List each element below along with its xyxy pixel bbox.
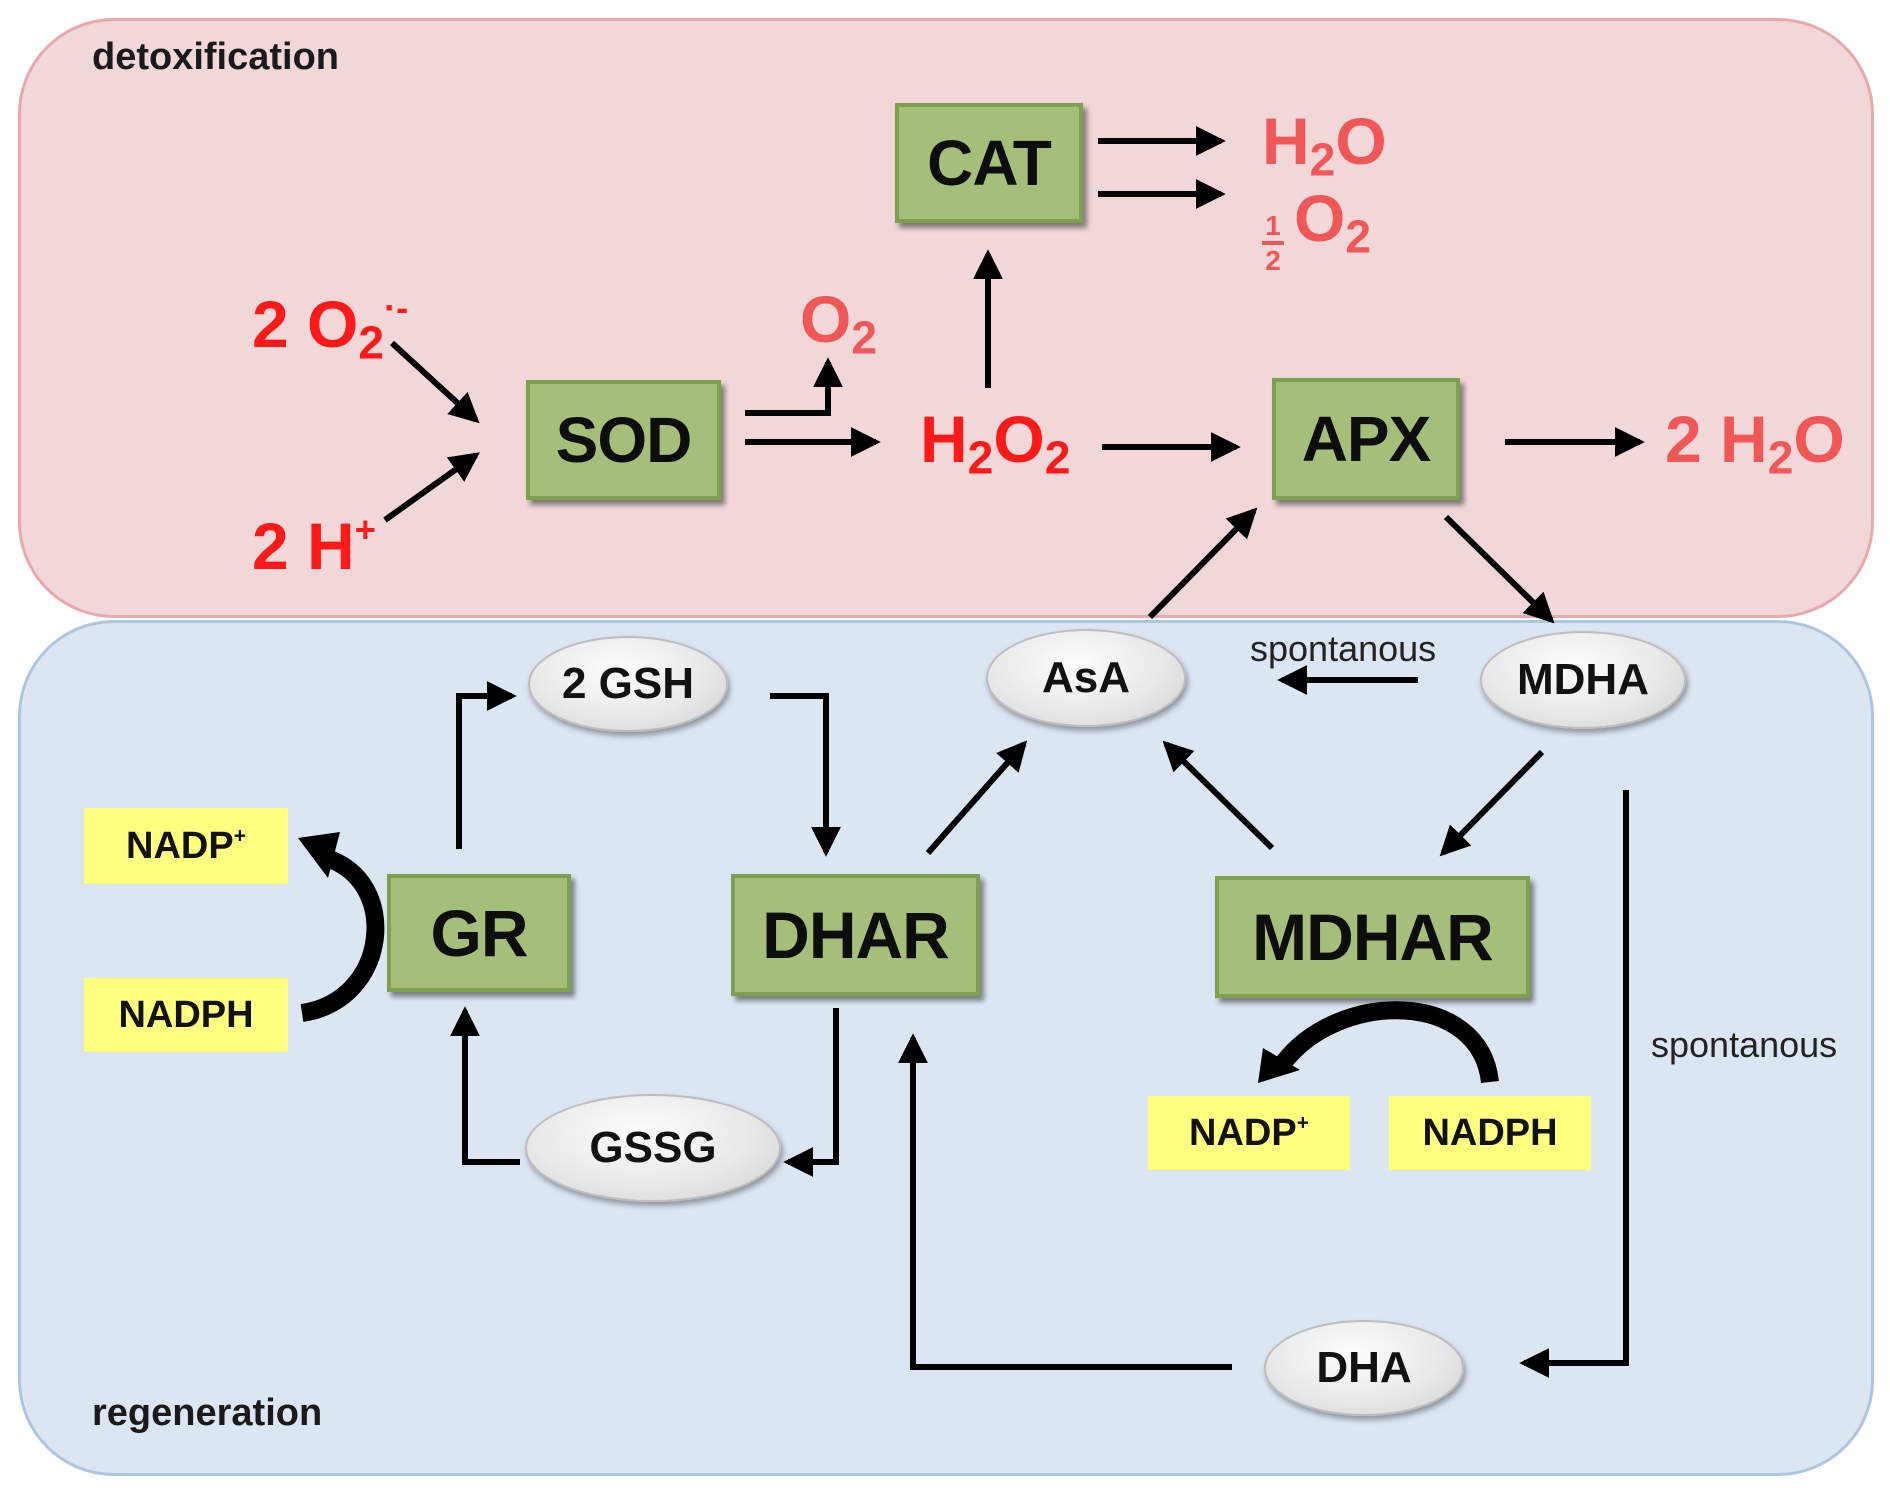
gr-nadph-box: NADPH bbox=[84, 978, 288, 1052]
mdhar-label: MDHAR bbox=[1252, 900, 1494, 974]
gr-enzyme-box: GR bbox=[387, 874, 571, 992]
mdhar-curved-arrow-head bbox=[1258, 1048, 1300, 1083]
gr-curved-arrow-head bbox=[298, 832, 340, 878]
spontaneous-right-label: spontanous bbox=[1651, 1024, 1838, 1065]
gr-nadp-label: NADP+ bbox=[126, 823, 246, 867]
regeneration-panel bbox=[18, 620, 1874, 1476]
mdha-label: MDHA bbox=[1517, 655, 1649, 704]
gr-nadp-box: NADP+ bbox=[84, 808, 288, 884]
mdhar-nadph-box: NADPH bbox=[1389, 1096, 1591, 1170]
h2o2-label: H2O2 bbox=[920, 402, 1071, 484]
cat-enzyme-box: CAT bbox=[895, 103, 1083, 223]
gr-curved-cofactor-arrow bbox=[300, 849, 385, 1022]
asa-ellipse: AsA bbox=[986, 629, 1186, 727]
gr-nadph-label: NADPH bbox=[118, 993, 254, 1036]
mdha-to-mdhar-arrow bbox=[1439, 749, 1545, 857]
gr-to-gsh-arrow bbox=[456, 681, 517, 849]
gssg-ellipse: GSSG bbox=[525, 1094, 781, 1202]
asa-to-apx-arrow bbox=[1147, 507, 1258, 620]
mdhar-nadph-label: NADPH bbox=[1422, 1111, 1558, 1154]
apx-h2o-product-label: 2 H2O bbox=[1665, 402, 1845, 484]
mdhar-nadp-box: NADP+ bbox=[1148, 1096, 1350, 1170]
mdha-ellipse: MDHA bbox=[1480, 631, 1686, 729]
o2-product-label: O2 bbox=[800, 282, 878, 364]
proton-label: 2 H+ bbox=[252, 508, 376, 583]
proton-to-sod-arrow bbox=[383, 452, 480, 523]
gsh-ellipse: 2 GSH bbox=[528, 636, 728, 732]
asa-label: AsA bbox=[1041, 653, 1131, 702]
mdhar-to-asa-arrow bbox=[1162, 740, 1275, 851]
apx-to-mdha-arrow bbox=[1443, 514, 1555, 624]
apx-label: APX bbox=[1301, 403, 1432, 475]
superoxide-label: 2 O2·- bbox=[252, 286, 409, 369]
dha-label: DHA bbox=[1316, 1343, 1412, 1392]
dhar-to-gssg-arrow bbox=[783, 1008, 839, 1177]
gssg-to-gr-arrow bbox=[450, 1006, 520, 1165]
mdhar-nadp-label: NADP+ bbox=[1189, 1110, 1309, 1154]
mdhar-curved-cofactor-arrow bbox=[1276, 1001, 1499, 1084]
apx-enzyme-box: APX bbox=[1272, 378, 1460, 500]
sod-to-o2-arrow bbox=[745, 357, 843, 416]
gsh-label: 2 GSH bbox=[561, 659, 695, 708]
dha-ellipse: DHA bbox=[1264, 1320, 1464, 1416]
gsh-to-dhar-arrow bbox=[770, 693, 841, 857]
mdha-to-dha-spontaneous-arrow bbox=[1519, 790, 1629, 1378]
mdhar-enzyme-box: MDHAR bbox=[1215, 876, 1530, 998]
dhar-to-asa-arrow bbox=[925, 740, 1028, 855]
dha-to-dhar-arrow bbox=[898, 1033, 1232, 1370]
spontaneous-top-label: spontanous bbox=[1250, 628, 1437, 669]
dhar-label: DHAR bbox=[762, 898, 950, 972]
cat-h2o-product-label: H2O bbox=[1262, 104, 1387, 186]
gr-label: GR bbox=[430, 896, 529, 970]
detoxification-label: detoxification bbox=[92, 36, 340, 78]
dhar-enzyme-box: DHAR bbox=[731, 874, 980, 996]
regeneration-label: regeneration bbox=[92, 1392, 323, 1434]
sod-enzyme-box: SOD bbox=[526, 380, 721, 500]
superoxide-to-sod-arrow bbox=[389, 340, 480, 424]
sod-label: SOD bbox=[555, 404, 693, 476]
cat-label: CAT bbox=[927, 127, 1052, 199]
gssg-label: GSSG bbox=[589, 1123, 717, 1172]
